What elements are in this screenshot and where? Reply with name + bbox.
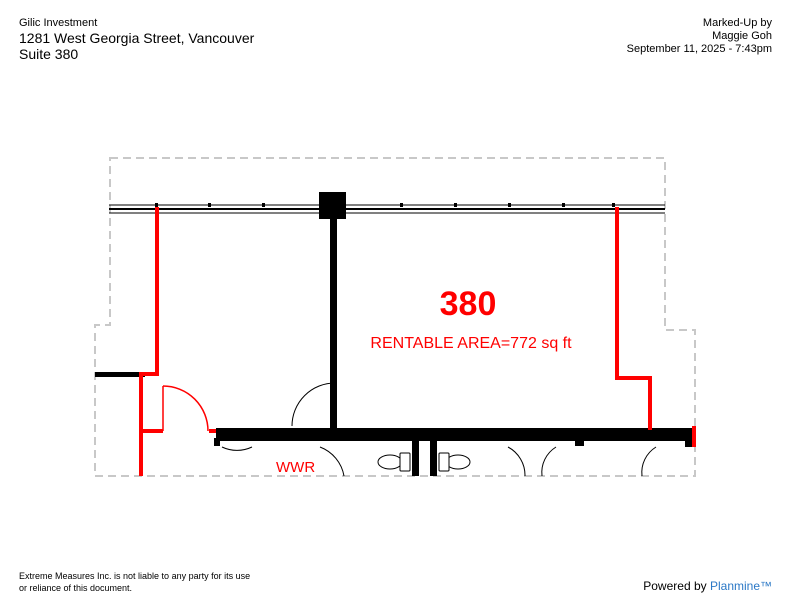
door-swing xyxy=(291,382,336,427)
wwr-door-swing xyxy=(162,385,209,432)
wwr-label: WWR xyxy=(276,459,315,476)
disclaimer: Extreme Measures Inc. is not liable to a… xyxy=(19,570,250,594)
window-wall xyxy=(109,204,665,214)
company-name: Gilic Investment xyxy=(19,17,98,29)
disclaimer-line-1: Extreme Measures Inc. is not liable to a… xyxy=(19,571,251,581)
rentable-area: RENTABLE AREA=772 sq ft xyxy=(370,335,572,352)
planmine-link[interactable]: Planmine™ xyxy=(709,579,772,593)
suite-name: Suite 380 xyxy=(19,46,79,62)
disclaimer-line-2: or reliance of this document. xyxy=(19,583,133,593)
corridor-wall xyxy=(216,428,694,441)
corridor-door-swings xyxy=(221,446,657,477)
markup-date: September 11, 2025 - 7:43pm xyxy=(626,43,772,55)
powered-by-label: Powered by xyxy=(643,579,707,593)
property-address: 1281 West Georgia Street, Vancouver xyxy=(19,30,255,46)
toilet-icon xyxy=(377,452,411,472)
washroom-wall xyxy=(412,440,419,476)
property-info: Gilic Investment 1281 West Georgia Stree… xyxy=(19,17,254,62)
building-outline xyxy=(94,157,696,477)
toilet-icon xyxy=(438,452,471,472)
markup-author: Maggie Goh xyxy=(712,30,772,42)
window-mullions xyxy=(155,203,615,207)
wall-stub-left xyxy=(214,438,220,446)
left-wall-stub xyxy=(95,372,145,377)
powered-by: Powered by Planmine™ xyxy=(643,579,772,593)
partition-wall xyxy=(330,218,337,430)
markup-title: Marked-Up by xyxy=(702,17,772,29)
unit-number: 380 xyxy=(440,285,497,323)
wall-stub xyxy=(575,440,584,446)
washroom-wall xyxy=(430,440,437,476)
demising-boundary xyxy=(139,207,696,476)
structural-column xyxy=(319,192,346,219)
corridor-wall-end xyxy=(685,428,694,447)
markup-info: Marked-Up by Maggie Goh September 11, 20… xyxy=(627,17,772,56)
